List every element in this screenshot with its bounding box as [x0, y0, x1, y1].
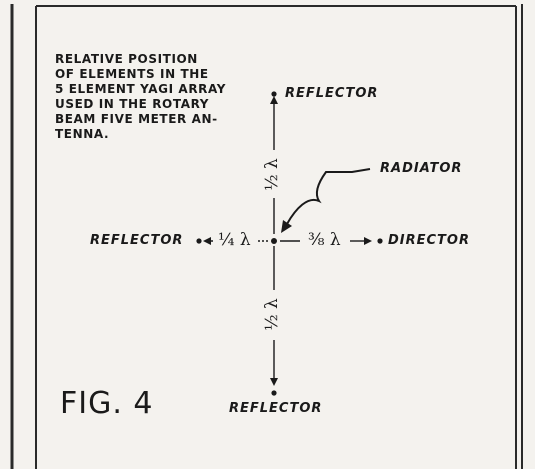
caption-line: OF ELEMENTS IN THE: [55, 67, 209, 81]
radiator-pointer-head: [281, 220, 292, 233]
director-dot: [377, 238, 383, 244]
caption-line: 5 ELEMENT YAGI ARRAY: [55, 82, 227, 96]
label-radiator: RADIATOR: [380, 161, 463, 176]
arrowhead-down: [270, 378, 278, 386]
radiator-dot: [271, 238, 277, 244]
reflector-bottom-dot: [271, 390, 277, 396]
figure-caption: RELATIVE POSITION OF ELEMENTS IN THE 5 E…: [55, 52, 255, 142]
caption-line: BEAM FIVE METER AN-: [55, 112, 218, 126]
radiator-pointer: [286, 168, 371, 225]
arrowhead-right: [364, 237, 372, 245]
distance-top: ½ λ: [261, 158, 282, 191]
label-reflector-left: REFLECTOR: [90, 233, 184, 248]
caption-line: RELATIVE POSITION: [55, 52, 198, 66]
label-reflector-top: REFLECTOR: [285, 86, 379, 101]
figure-label: FIG. 4: [60, 386, 154, 421]
arrowhead-left: [203, 237, 211, 245]
distance-bottom: ½ λ: [261, 298, 282, 331]
distance-right: ⅜ λ: [308, 230, 341, 250]
arrowhead-up: [270, 96, 278, 104]
caption-line: USED IN THE ROTARY: [55, 97, 210, 111]
label-director: DIRECTOR: [388, 233, 470, 248]
reflector-left-dot: [196, 238, 202, 244]
reflector-top-dot: [271, 91, 277, 97]
distance-left: ¼ λ: [218, 230, 251, 250]
caption-line: TENNA.: [55, 127, 110, 141]
label-reflector-bottom: REFLECTOR: [229, 401, 323, 416]
